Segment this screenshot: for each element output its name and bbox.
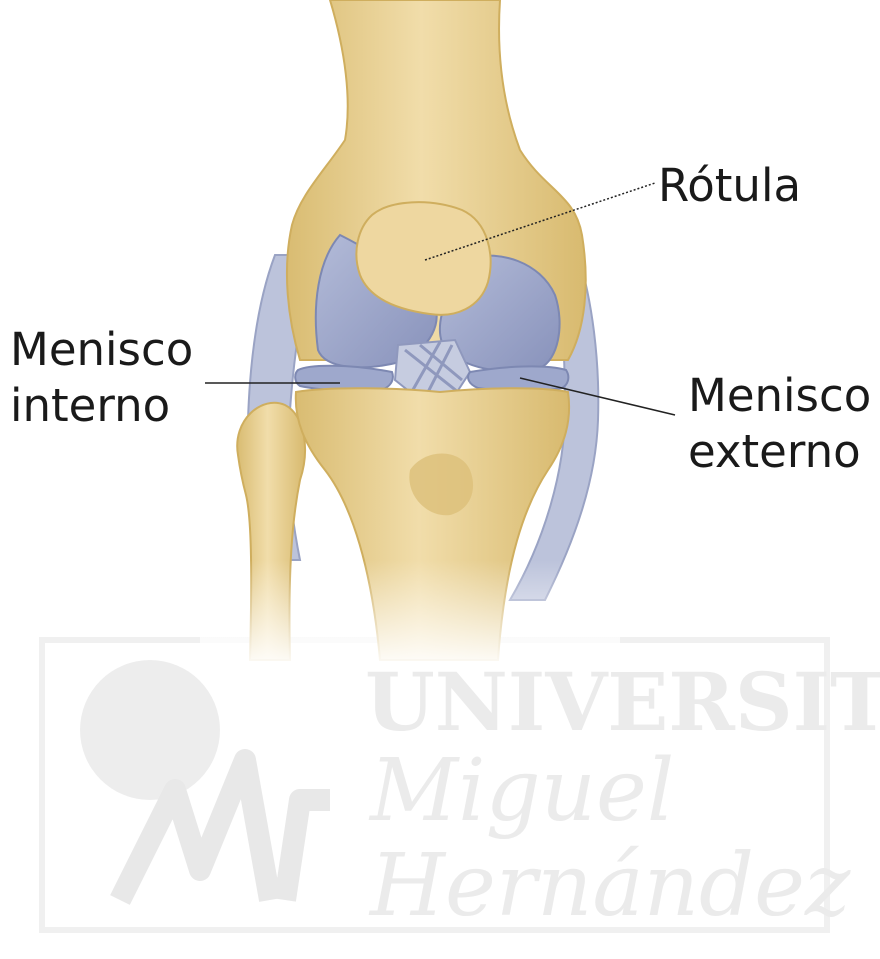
label-menisco-interno-line2: interno [10,378,193,434]
label-menisco-externo-line1: Menisco [688,368,871,424]
label-menisco-interno-line1: Menisco [10,322,193,378]
label-menisco-externo: Menisco externo [688,368,871,480]
label-menisco-externo-line2: externo [688,424,871,480]
meniscus-internal [295,366,393,391]
watermark: UNIVERSITAS Miguel Hernández [42,640,880,936]
label-rotula: Rótula [658,158,801,214]
watermark-emblem-circle [80,660,220,800]
label-menisco-interno: Menisco interno [10,322,193,434]
bottom-fade [200,560,620,670]
watermark-hernandez: Hernández [368,836,851,936]
watermark-miguel: Miguel [368,741,674,841]
